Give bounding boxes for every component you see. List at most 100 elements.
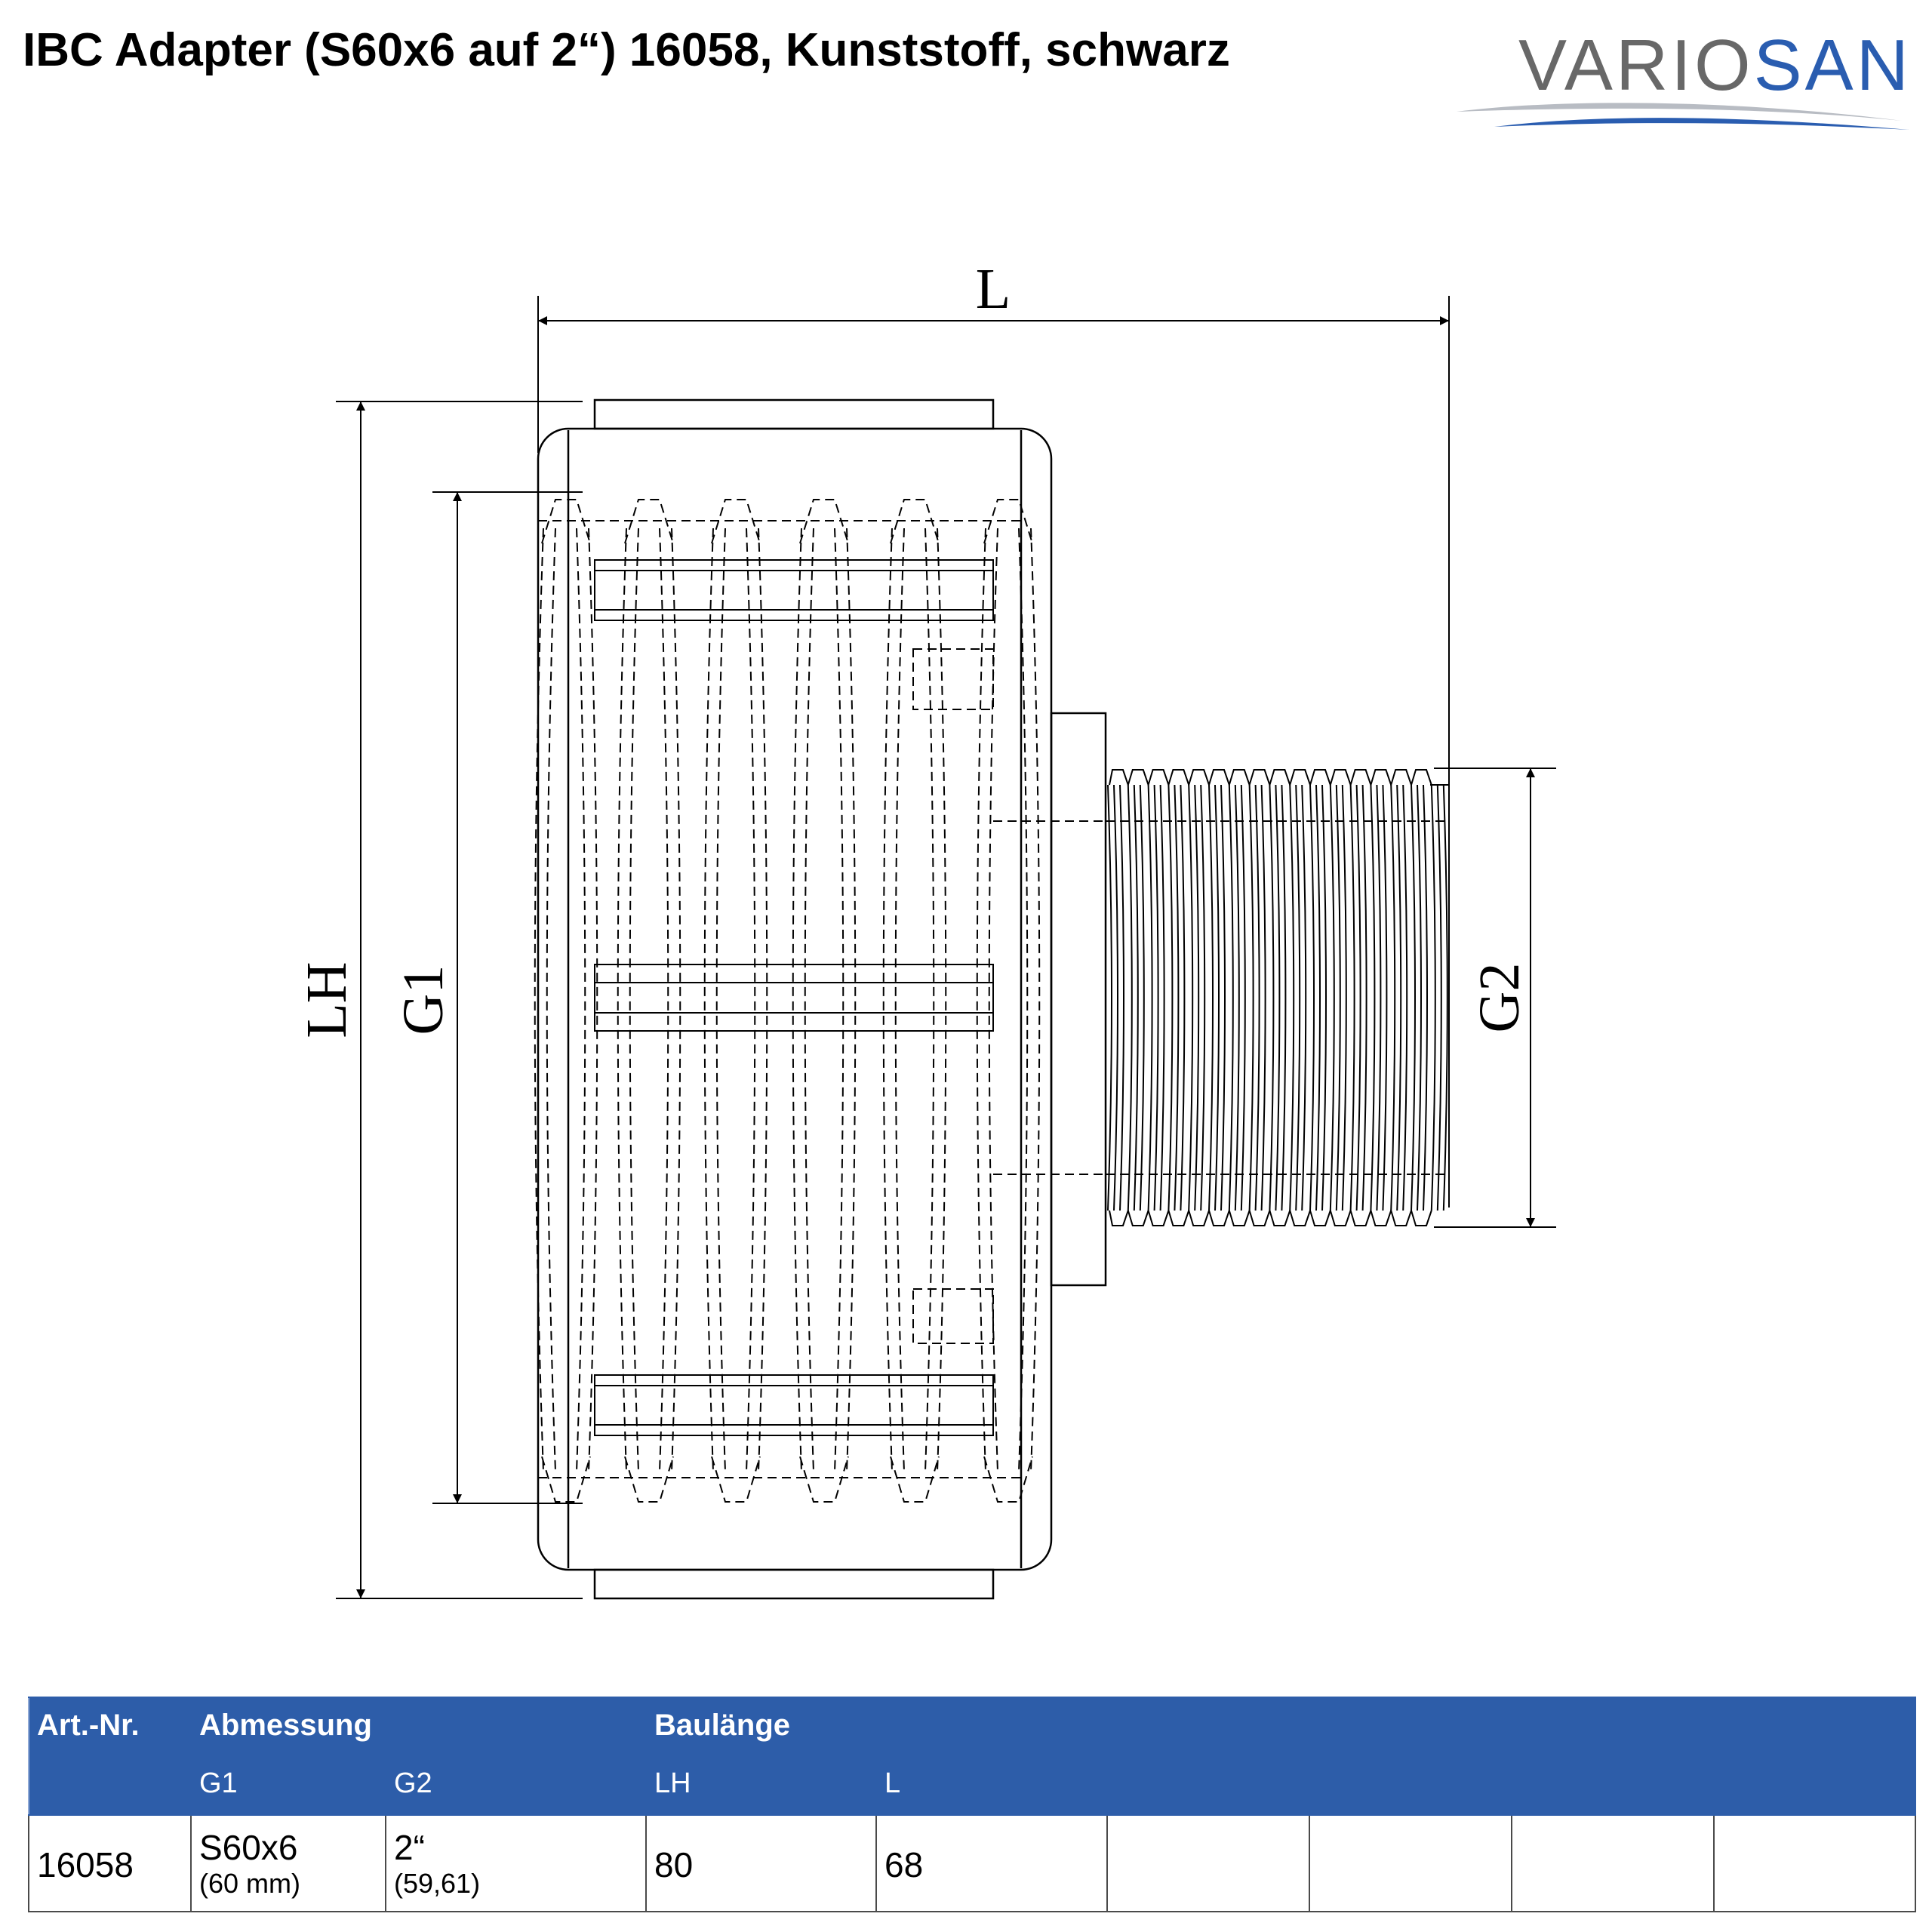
header-art-nr: Art.-Nr. xyxy=(28,1697,192,1816)
external-thread-line xyxy=(1349,784,1355,1211)
external-thread-line xyxy=(1390,784,1396,1211)
external-thread-line xyxy=(1127,784,1133,1211)
top-rib xyxy=(593,398,995,430)
external-thread-line xyxy=(1208,784,1214,1211)
logo-swoosh xyxy=(1457,103,1909,130)
external-thread-line xyxy=(1370,784,1376,1211)
cell-g1-main: S60x6 xyxy=(199,1828,298,1867)
hidden-thread-flank xyxy=(617,528,627,1472)
cell-blank-b xyxy=(1309,1814,1512,1912)
hidden-thread-flank xyxy=(659,528,669,1472)
hidden-thread-crest xyxy=(541,499,591,1503)
cell-l: 68 xyxy=(875,1814,1108,1912)
hidden-thread-flank xyxy=(588,528,598,1472)
bottom-rib xyxy=(593,1568,995,1600)
external-thread-line xyxy=(1281,784,1287,1211)
table-header-row-2: G1 G2 LH L xyxy=(29,1755,1916,1816)
external-thread-line xyxy=(1220,784,1226,1211)
logo-text-san: SAN xyxy=(1753,25,1912,106)
hidden-thread-flank xyxy=(546,528,556,1472)
external-thread-line xyxy=(1159,784,1165,1211)
external-thread-line xyxy=(1269,784,1275,1211)
external-thread-lines xyxy=(1107,784,1448,1211)
dimension-G2 xyxy=(1434,768,1556,1228)
logo-wordmark: VARIOSAN xyxy=(1518,24,1912,107)
hidden-thread-crest xyxy=(799,499,849,1503)
hidden-thread-flank xyxy=(792,528,802,1472)
external-thread-line xyxy=(1240,784,1246,1211)
external-thread-line xyxy=(1234,784,1240,1211)
external-thread-line xyxy=(1260,784,1266,1211)
dim-label-L: L xyxy=(976,257,1011,321)
cell-g2: 2“ (59,61) xyxy=(385,1814,647,1912)
table-header-row-1: Art.-Nr. Abmessung Baulänge xyxy=(28,1697,1916,1816)
external-thread-line xyxy=(1329,784,1335,1211)
external-thread-line xyxy=(1153,784,1159,1211)
cell-blank-a xyxy=(1106,1814,1310,1912)
header-g2: G2 xyxy=(385,1755,647,1816)
logo-text-vario: VARIO xyxy=(1518,25,1754,106)
external-thread-line xyxy=(1396,784,1402,1211)
technical-drawing: L LH G1 G2 xyxy=(295,257,1556,1600)
spec-table: Art.-Nr. Abmessung Baulänge G1 G2 LH L 1… xyxy=(28,1697,1916,1912)
hidden-thread-flank xyxy=(1018,528,1029,1472)
cell-lh: 80 xyxy=(645,1814,877,1912)
header-blank-c xyxy=(1511,1755,1715,1816)
hidden-thread-flank xyxy=(746,528,756,1472)
hidden-thread-flank xyxy=(882,528,893,1472)
header-blank-d xyxy=(1713,1755,1916,1816)
rib-bands xyxy=(594,559,994,1436)
variosan-logo: VARIOSAN xyxy=(1449,15,1917,143)
external-thread-line xyxy=(1417,784,1422,1211)
external-thread-line xyxy=(1423,784,1428,1211)
hidden-thread-flank xyxy=(1030,528,1041,1472)
header-abmessung: Abmessung xyxy=(190,1697,386,1757)
cell-art-nr: 16058 xyxy=(28,1814,192,1912)
external-thread-line xyxy=(1355,784,1361,1211)
hidden-thread-flank xyxy=(534,528,544,1472)
external-thread xyxy=(1106,769,1450,1226)
dim-label-LH: LH xyxy=(295,961,358,1038)
header-l: L xyxy=(875,1755,1108,1816)
external-thread-line xyxy=(1168,784,1174,1211)
header-blank-b xyxy=(1309,1755,1512,1816)
hidden-thread-crest xyxy=(624,499,674,1503)
external-thread-line xyxy=(1180,784,1186,1211)
external-thread-line xyxy=(1248,784,1254,1211)
header-empty-2 xyxy=(875,1697,1108,1757)
external-thread-line xyxy=(1289,784,1295,1211)
external-thread-line xyxy=(1113,784,1118,1211)
external-thread-line xyxy=(1361,784,1367,1211)
hidden-pocket-upper xyxy=(912,648,994,710)
cell-g2-sub: (59,61) xyxy=(394,1868,481,1899)
rib-band-middle xyxy=(594,964,994,1032)
external-thread-line xyxy=(1295,784,1301,1211)
external-thread-line xyxy=(1275,784,1281,1211)
hidden-thread-flank xyxy=(671,528,681,1472)
rib-band-top xyxy=(594,559,994,621)
header-g1: G1 xyxy=(190,1755,386,1816)
external-thread-line xyxy=(1174,784,1180,1211)
external-thread-line xyxy=(1133,784,1139,1211)
external-thread-line xyxy=(1139,784,1145,1211)
header-empty-1 xyxy=(385,1697,647,1757)
body-outline xyxy=(537,427,1053,1571)
hidden-thread-flank xyxy=(576,528,586,1472)
hidden-thread-crest xyxy=(890,499,940,1503)
external-thread-line xyxy=(1147,784,1153,1211)
hidden-thread-flank xyxy=(924,528,935,1472)
external-thread-line xyxy=(1442,784,1448,1211)
hidden-thread-crest xyxy=(983,499,1033,1503)
external-thread-line xyxy=(1214,784,1220,1211)
hidden-thread-flank xyxy=(703,528,714,1472)
hidden-internal-thread xyxy=(534,499,1106,1503)
external-thread-line xyxy=(1402,784,1408,1211)
external-thread-line xyxy=(1119,784,1124,1211)
external-thread-line xyxy=(1341,784,1347,1211)
external-thread-line xyxy=(1321,784,1327,1211)
cell-g1-sub: (60 mm) xyxy=(199,1868,300,1899)
external-thread-line xyxy=(1188,784,1194,1211)
header-blank-a xyxy=(1106,1755,1310,1816)
hidden-thread-flank xyxy=(715,528,726,1472)
external-thread-line xyxy=(1107,784,1112,1211)
